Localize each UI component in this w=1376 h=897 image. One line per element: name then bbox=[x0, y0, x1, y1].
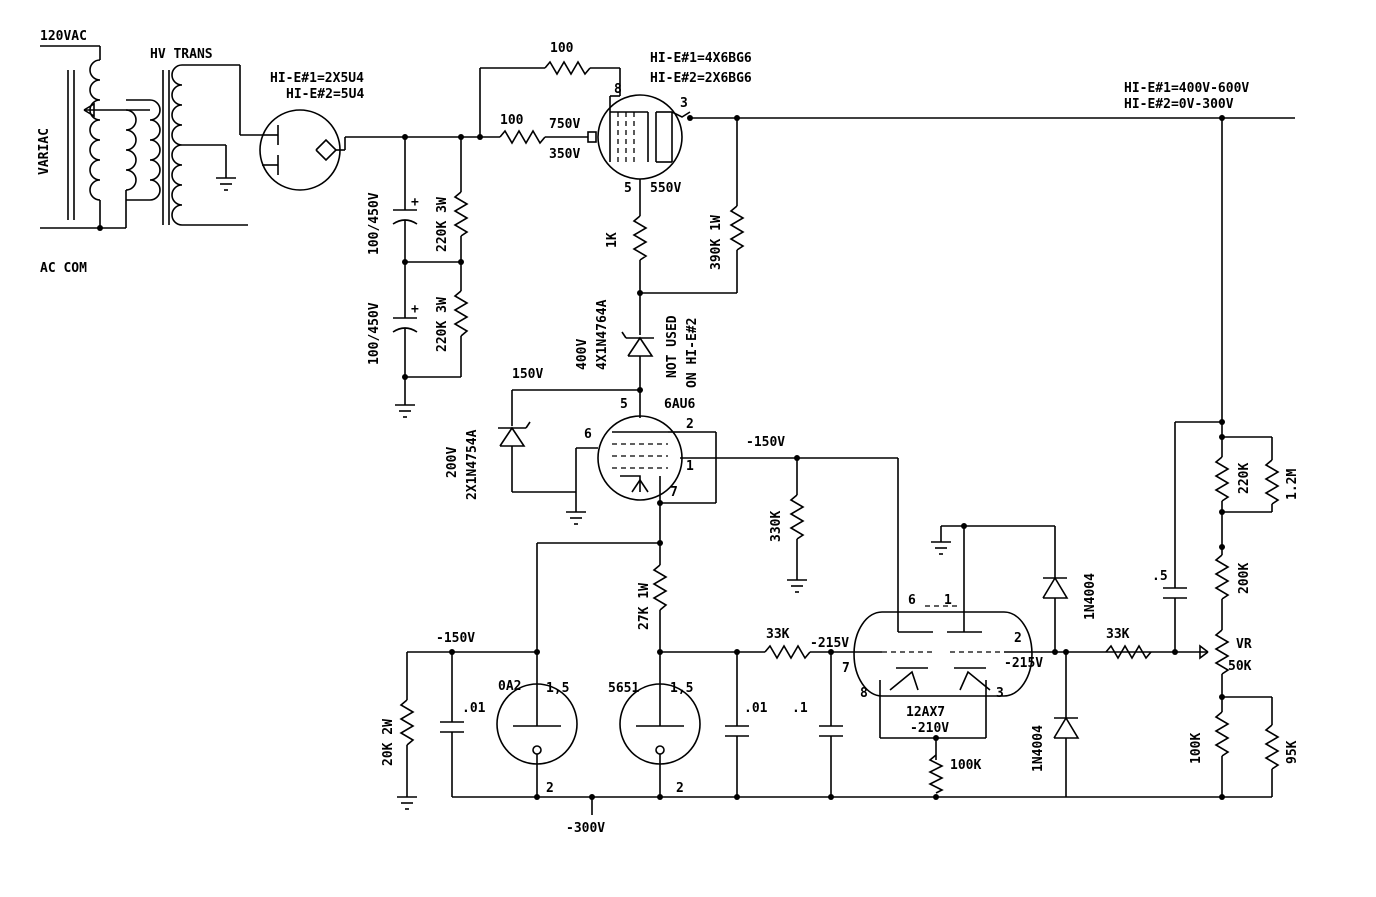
pin-6b-label: 6 bbox=[584, 427, 592, 442]
d-1n4004-a-label: 1N4004 bbox=[1083, 573, 1098, 620]
pin-3a-label: 3 bbox=[680, 96, 688, 111]
t5651-pin2-label: 2 bbox=[676, 781, 684, 796]
pin-8a-label: 8 bbox=[614, 82, 622, 97]
r-200k-label: 200K bbox=[1237, 563, 1252, 594]
pin-5b-label: 5 bbox=[620, 397, 628, 412]
zener-reference bbox=[498, 331, 654, 493]
pin-2c-label: 2 bbox=[1014, 631, 1022, 646]
v-550-label: 550V bbox=[650, 181, 681, 196]
cap-bot-label: 100/450V bbox=[367, 302, 382, 365]
tube-6au6 bbox=[566, 415, 898, 565]
pin-7c-label: 7 bbox=[842, 661, 850, 676]
r-20k-label: 20K 2W bbox=[381, 719, 396, 766]
t5651-pins-label: 1,5 bbox=[670, 681, 693, 696]
variac bbox=[40, 45, 150, 231]
r-330k-label: 330K bbox=[769, 511, 784, 542]
vr-label: VR bbox=[1236, 637, 1252, 652]
pass-tube bbox=[479, 60, 1295, 335]
rect-label-1: HI-E#1=2X5U4 bbox=[270, 71, 364, 86]
z-200v-label: 200V bbox=[445, 447, 460, 478]
r-27k-label: 27K 1W bbox=[637, 583, 652, 630]
on-hie2-label: ON HI-E#2 bbox=[685, 318, 700, 388]
z-4x-label: 4X1N4764A bbox=[595, 299, 610, 370]
c-1-label: .1 bbox=[792, 701, 808, 716]
r-390k-label: 390K 1W bbox=[709, 215, 724, 270]
pin-2b-label: 2 bbox=[686, 417, 694, 432]
r-220k-label: 220K bbox=[1237, 463, 1252, 494]
cap-top-label: 100/450V bbox=[367, 192, 382, 255]
rect-label-2: HI-E#2=5U4 bbox=[286, 87, 364, 102]
v-750-label: 750V bbox=[549, 117, 580, 132]
r-100-grid-label: 100 bbox=[500, 113, 524, 128]
rectifier-tube bbox=[259, 109, 405, 191]
hv-transformer bbox=[126, 64, 262, 226]
oa2-pins-label: 1,5 bbox=[546, 681, 569, 696]
not-used-label: NOT USED bbox=[665, 315, 680, 378]
c-01b-label: .01 bbox=[744, 701, 768, 716]
ac-120-label: 120VAC bbox=[40, 29, 87, 44]
v-n210-label: -210V bbox=[910, 721, 949, 736]
tube-12ax7 bbox=[853, 523, 1175, 794]
ac-com-label: AC COM bbox=[40, 261, 87, 276]
svg-text:+: + bbox=[411, 302, 419, 317]
pass-label-1: HI-E#1=4X6BG6 bbox=[650, 51, 752, 66]
oa2-pin2-label: 2 bbox=[546, 781, 554, 796]
c-5-label: .5 bbox=[1152, 569, 1168, 584]
r-95k-label: 95K bbox=[1285, 740, 1300, 764]
v-n215-b-label: -215V bbox=[1004, 656, 1043, 671]
d-1n4004-b-label: 1N4004 bbox=[1031, 725, 1046, 772]
pin-5a-label: 5 bbox=[624, 181, 632, 196]
pin-1b-label: 1 bbox=[686, 459, 694, 474]
hv-trans-label: HV TRANS bbox=[150, 47, 213, 62]
r-33k-b-label: 33K bbox=[1106, 627, 1130, 642]
pin-1c-label: 1 bbox=[944, 593, 952, 608]
pin-8c-label: 8 bbox=[860, 686, 868, 701]
r-1k-label: 1K bbox=[605, 232, 620, 248]
c-01a-label: .01 bbox=[462, 701, 486, 716]
bias-network bbox=[787, 458, 899, 632]
v-n150-b-label: -150V bbox=[436, 631, 475, 646]
r-bleed-bot-label: 220K 3W bbox=[435, 297, 450, 352]
svg-text:+: + bbox=[411, 195, 419, 210]
r-bleed-top-label: 220K 3W bbox=[435, 197, 450, 252]
pass-label-2: HI-E#2=2X6BG6 bbox=[650, 71, 752, 86]
filter-section: + + bbox=[392, 134, 483, 418]
vr-tube-section bbox=[397, 540, 1272, 815]
tube-6au6-label: 6AU6 bbox=[664, 397, 695, 412]
v-350-label: 350V bbox=[549, 147, 580, 162]
vr-50k-label: 50K bbox=[1228, 659, 1252, 674]
z-2x-label: 2X1N4754A bbox=[465, 429, 480, 500]
v-150-label: 150V bbox=[512, 367, 543, 382]
clamp-diodes bbox=[1042, 526, 1080, 797]
pin-3c-label: 3 bbox=[996, 686, 1004, 701]
out-label-1: HI-E#1=400V-600V bbox=[1124, 81, 1249, 96]
r-100k-b-label: 100K bbox=[1189, 733, 1204, 764]
z-400v-label: 400V bbox=[575, 339, 590, 370]
out-label-2: HI-E#2=0V-300V bbox=[1124, 97, 1234, 112]
r-100k-a-label: 100K bbox=[950, 758, 981, 773]
variac-label: VARIAC bbox=[37, 128, 52, 175]
oa2-label: 0A2 bbox=[498, 679, 521, 694]
v-n150-a-label: -150V bbox=[746, 435, 785, 450]
pin-7b-label: 7 bbox=[670, 485, 678, 500]
v-n215-a-label: -215V bbox=[810, 636, 849, 651]
v-n300-label: -300V bbox=[566, 821, 605, 836]
t5651-label: 5651 bbox=[608, 681, 639, 696]
tube-12ax7-label: 12AX7 bbox=[906, 705, 945, 720]
pin-6c-label: 6 bbox=[908, 593, 916, 608]
r-1-2m-label: 1.2M bbox=[1285, 469, 1300, 500]
feedback-divider bbox=[1105, 118, 1280, 797]
r-33k-a-label: 33K bbox=[766, 627, 790, 642]
r-100-top-label: 100 bbox=[550, 41, 574, 56]
